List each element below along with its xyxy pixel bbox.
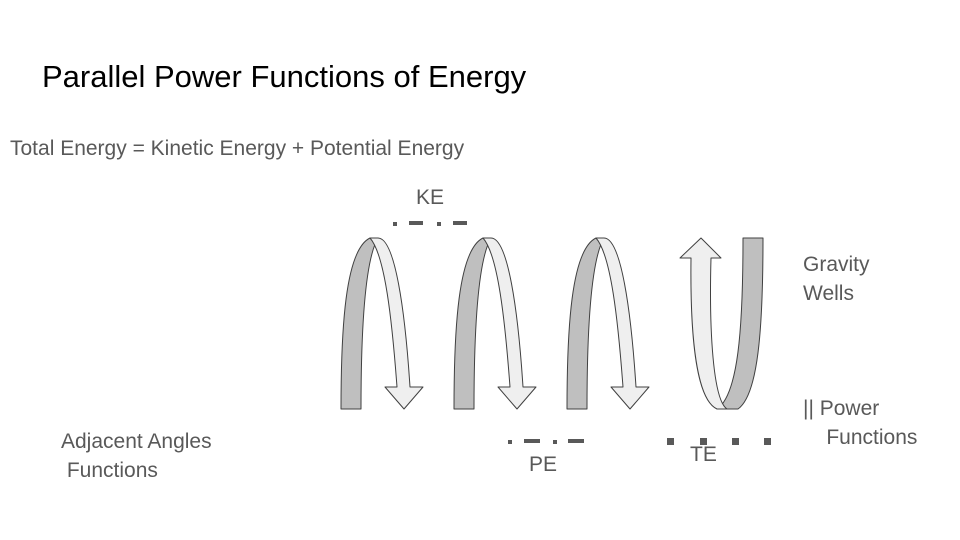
pe-dash-dot-line (508, 439, 584, 444)
curved-down-arrow-1 (340, 237, 424, 410)
curved-up-arrow (679, 237, 764, 410)
te-label: TE (690, 443, 717, 466)
curved-down-arrow-2 (453, 237, 537, 410)
te-dotted-line (667, 438, 771, 445)
curved-down-arrow-3 (566, 237, 650, 410)
power-functions-label: || Power Functions (803, 397, 918, 449)
adjacent-angles-label: Adjacent Angles Functions (61, 430, 212, 482)
ke-label: KE (416, 186, 445, 209)
energy-equation: Total Energy = Kinetic Energy + Potentia… (10, 137, 465, 160)
gravity-wells-label: Gravity Wells (803, 253, 870, 305)
slide-title: Parallel Power Functions of Energy (42, 59, 527, 94)
pe-label: PE (529, 453, 558, 476)
ke-dash-dot-line (393, 221, 467, 226)
